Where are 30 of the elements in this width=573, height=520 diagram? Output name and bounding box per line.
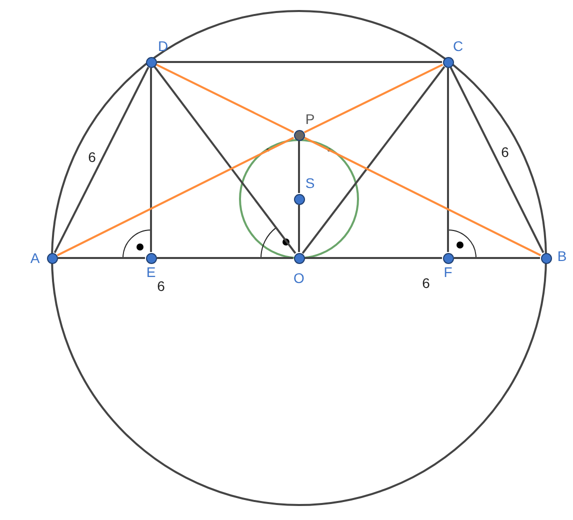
point-label: E [146, 264, 156, 280]
length-label: 6 [88, 149, 96, 165]
line-segment [454, 257, 540, 259]
point-label: S [305, 175, 315, 191]
point-label: P [305, 111, 315, 127]
line-segment [304, 64, 444, 134]
line-segment [150, 68, 152, 252]
line-segment [447, 68, 449, 252]
point-label: D [158, 38, 168, 54]
line-segment [56, 136, 294, 256]
line-segment [450, 66, 544, 254]
point-label: C [452, 38, 464, 54]
line-segment [156, 64, 294, 134]
length-label: 6 [422, 275, 430, 291]
line-segment [154, 66, 296, 254]
point-label: O [294, 270, 304, 286]
line-segment [58, 257, 145, 259]
point-label: B [557, 248, 567, 264]
line-segment [305, 257, 442, 259]
line-segment [304, 136, 542, 256]
length-label: 6 [157, 278, 165, 294]
line-segment [54, 66, 150, 254]
line-segment [298, 205, 300, 252]
line-segment [302, 66, 446, 254]
point-label: A [30, 250, 40, 266]
point-label: F [444, 264, 452, 280]
line-segment [298, 141, 300, 193]
line-segment [157, 257, 293, 259]
length-label: 6 [501, 144, 509, 160]
line-segment [157, 61, 442, 63]
